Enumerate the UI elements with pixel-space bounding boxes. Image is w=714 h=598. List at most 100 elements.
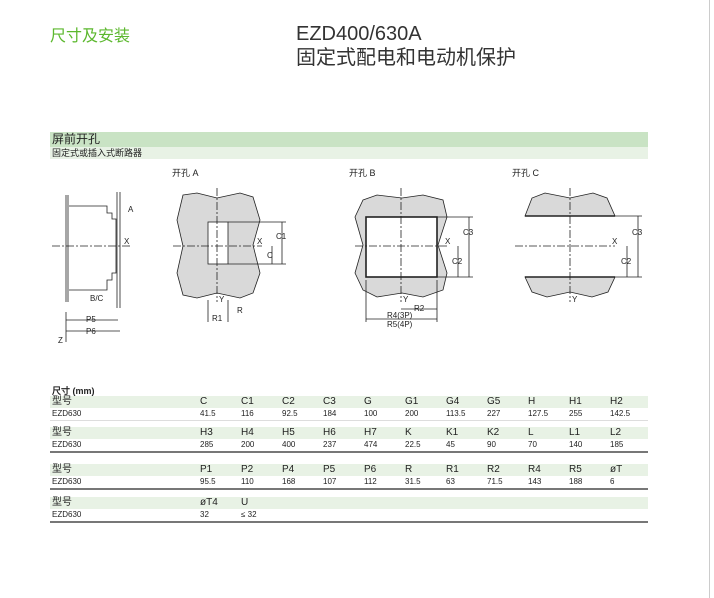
column-header: G4 <box>446 396 460 407</box>
label-a: A <box>128 205 134 214</box>
label-c3: C3 <box>463 228 474 237</box>
column-header: H <box>528 396 536 407</box>
page-title: EZD400/630A 固定式配电和电动机保护 <box>296 22 516 70</box>
cutout-b-drawing: C3 C2 X Y R2 R4(3P) R5(4P) <box>354 188 474 329</box>
column-header: R5 <box>569 464 582 475</box>
label-p5: P5 <box>86 315 96 324</box>
column-header: C <box>200 396 208 407</box>
value-cell: 100 <box>364 409 378 418</box>
column-header: U <box>241 497 249 508</box>
label-x: X <box>612 237 618 246</box>
label-c2: C2 <box>621 257 632 266</box>
value-cell: 127.5 <box>528 409 549 418</box>
value-cell: 71.5 <box>487 477 503 486</box>
value-cell: 31.5 <box>405 477 421 486</box>
column-header: H3 <box>200 427 213 438</box>
value-cell: 107 <box>323 477 337 486</box>
column-header: C1 <box>241 396 254 407</box>
column-header: P2 <box>241 464 254 475</box>
value-cell: 45 <box>446 440 455 449</box>
value-cell: 237 <box>323 440 337 449</box>
column-header: H5 <box>282 427 295 438</box>
value-cell: 474 <box>364 440 378 449</box>
band-title: 屏前开孔 <box>50 132 648 147</box>
column-header: L2 <box>610 427 622 438</box>
column-header: K1 <box>446 427 459 438</box>
label-c1: C1 <box>276 232 287 241</box>
label-bc: B/C <box>90 294 104 303</box>
value-cell: 255 <box>569 409 583 418</box>
column-header: C2 <box>282 396 295 407</box>
column-header: R <box>405 464 413 475</box>
value-cell: 92.5 <box>282 409 298 418</box>
column-header: H1 <box>569 396 582 407</box>
value-cell: 188 <box>569 477 583 486</box>
value-cell: 142.5 <box>610 409 631 418</box>
value-cell: 185 <box>610 440 624 449</box>
label-y: Y <box>219 295 225 304</box>
value-cell: 285 <box>200 440 214 449</box>
section-title: 尺寸及安装 <box>50 28 131 45</box>
value-cell: 116 <box>241 409 254 418</box>
page-border <box>709 0 710 598</box>
column-header: R4 <box>528 464 541 475</box>
value-cell: 90 <box>487 440 496 449</box>
label-x: X <box>445 237 451 246</box>
column-header: G5 <box>487 396 501 407</box>
value-cell: 143 <box>528 477 542 486</box>
value-cell: 70 <box>528 440 537 449</box>
column-header: R1 <box>446 464 459 475</box>
column-header: G <box>364 396 372 407</box>
cutout-a-drawing: C1 C X Y R R1 <box>173 188 287 323</box>
column-header: C3 <box>323 396 336 407</box>
model-cell: EZD630 <box>52 510 82 519</box>
column-header: P1 <box>200 464 213 475</box>
value-cell: ≤ 32 <box>241 510 257 519</box>
label-x: X <box>257 237 263 246</box>
cutout-c-drawing: C3 C2 X Y <box>515 188 643 304</box>
label-y: Y <box>403 295 409 304</box>
column-header: K2 <box>487 427 500 438</box>
value-cell: 63 <box>446 477 455 486</box>
label-c3: C3 <box>632 228 643 237</box>
model-cell: EZD630 <box>52 409 82 418</box>
side-view: A X B/C P5 P6 Z <box>52 192 134 345</box>
table-header-row: 型号 P1 P2 P4 P5 P6 R R1 R2 R4 R5 øT <box>50 464 648 476</box>
label-y: Y <box>572 295 578 304</box>
column-header: H4 <box>241 427 254 438</box>
value-cell: 184 <box>323 409 337 418</box>
model-cell: EZD630 <box>52 440 82 449</box>
dimensions-label: 尺寸 (mm) <box>52 386 95 396</box>
column-header: P5 <box>323 464 336 475</box>
cutout-b-label: 开孔 B <box>349 168 376 178</box>
column-header: R2 <box>487 464 500 475</box>
column-header: H2 <box>610 396 623 407</box>
value-cell: 95.5 <box>200 477 216 486</box>
column-header: P4 <box>282 464 295 475</box>
model-header: 型号 <box>52 464 72 475</box>
value-cell: 22.5 <box>405 440 421 449</box>
column-header: øT <box>610 464 623 475</box>
title-description: 固定式配电和电动机保护 <box>296 47 516 69</box>
value-cell: 140 <box>569 440 583 449</box>
value-cell: 112 <box>364 477 377 486</box>
column-header: P6 <box>364 464 377 475</box>
label-r1: R1 <box>212 314 223 323</box>
column-header: øT4 <box>200 497 218 508</box>
value-cell: 41.5 <box>200 409 216 418</box>
model-cell: EZD630 <box>52 477 82 486</box>
value-cell: 400 <box>282 440 296 449</box>
